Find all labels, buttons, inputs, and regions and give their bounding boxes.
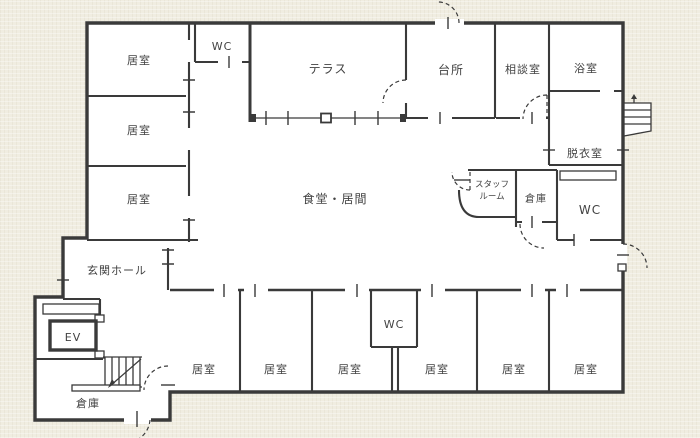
stairs-arrow xyxy=(108,379,115,388)
stair-hall-door-arc xyxy=(143,365,169,391)
kitchen-terrace-door-arc xyxy=(382,79,407,104)
label-wc-top: WC xyxy=(212,40,233,53)
label-entrance-hall: 玄関ホール xyxy=(87,263,147,277)
building-silhouette xyxy=(35,23,623,420)
label-resident-room-5: 居室 xyxy=(264,362,288,376)
elevator-cab xyxy=(48,319,98,352)
stairs-exterior-arrow xyxy=(631,94,637,99)
label-changing-room: 脱衣室 xyxy=(567,146,603,160)
label-storage-bottom-left: 倉庫 xyxy=(76,396,100,410)
kitchen-entry-door-arc xyxy=(437,1,460,24)
label-resident-room-4: 居室 xyxy=(192,362,216,376)
label-terrace: テラス xyxy=(309,62,348,76)
east-door-post xyxy=(617,263,627,272)
label-staff-room-line2: ルーム xyxy=(479,192,504,202)
storage-mid-door-arc xyxy=(519,223,545,249)
kitchen-entry-opening xyxy=(435,19,464,27)
label-resident-room-9: 居室 xyxy=(574,362,598,376)
terrace-end-post-left xyxy=(250,114,256,122)
room-labels: 居室 居室 居室 WC テラス 台所 相談室 浴室 脱衣室 食堂・居間 スタッフ… xyxy=(65,40,603,410)
elevator-vent-bar xyxy=(42,303,100,315)
label-dining-living: 食堂・居間 xyxy=(302,191,367,206)
stairs-interior xyxy=(71,356,142,392)
staff-room-door-arc xyxy=(451,171,471,191)
label-consultation-room: 相談室 xyxy=(505,62,541,76)
label-kitchen: 台所 xyxy=(438,62,464,77)
label-storage-mid: 倉庫 xyxy=(525,192,547,205)
label-resident-room-7: 居室 xyxy=(425,362,449,376)
label-resident-room-6: 居室 xyxy=(338,362,362,376)
inner-walls xyxy=(35,23,623,392)
terrace-boundary xyxy=(250,111,406,125)
stairs-exterior xyxy=(623,94,652,137)
label-resident-room-1: 居室 xyxy=(127,53,151,67)
label-wc-mid: WC xyxy=(579,203,601,217)
consultation-door-arc xyxy=(522,94,548,120)
label-staff-room-line1: スタッフ xyxy=(475,180,509,190)
stairs-rail xyxy=(71,384,141,392)
elevator-door-post-bottom xyxy=(94,350,105,359)
label-resident-room-2: 居室 xyxy=(127,123,151,137)
elevator-block xyxy=(42,303,105,359)
wc-mid-shelf xyxy=(559,170,617,181)
entrance-door-arc xyxy=(138,419,151,438)
window-ticks xyxy=(57,17,629,427)
door-arcs xyxy=(138,1,648,438)
stairs-direction-line xyxy=(109,358,142,387)
terrace-end-post-right xyxy=(400,114,406,122)
terrace-post xyxy=(320,112,332,124)
building-floor xyxy=(35,23,623,420)
label-elevator: EV xyxy=(65,331,81,344)
elevator-door-post-top xyxy=(94,314,105,323)
label-bathroom: 浴室 xyxy=(574,61,598,75)
label-wc-bottom: WC xyxy=(384,318,405,331)
label-resident-room-8: 居室 xyxy=(502,362,526,376)
label-resident-room-3: 居室 xyxy=(127,192,151,206)
east-door-arc xyxy=(622,243,648,269)
